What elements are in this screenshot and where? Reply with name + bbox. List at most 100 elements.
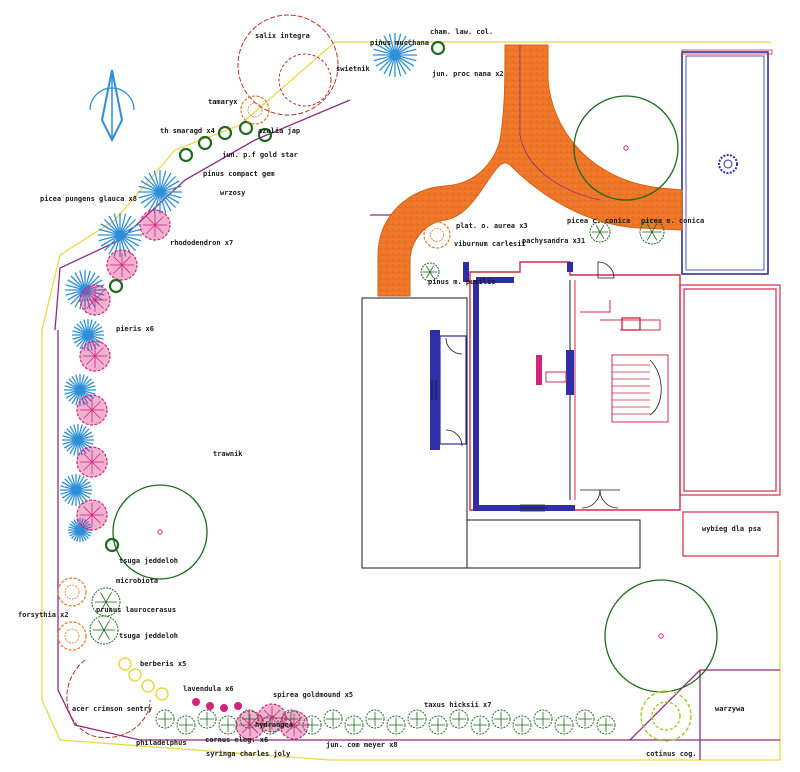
- hedge-shrub-icon: [365, 709, 385, 729]
- label-th-smaragd: th smaragd x4: [160, 127, 215, 135]
- thuja-icon: [104, 537, 120, 553]
- spruce-icon: [138, 170, 182, 214]
- large-trees: [112, 95, 718, 693]
- label-cotinus: cotinus cog.: [646, 750, 697, 758]
- pink-shrub-icon: [76, 446, 108, 478]
- north-arrow-icon: [89, 69, 135, 143]
- label-picea-conica-1: picea c. conica: [567, 217, 631, 225]
- hedge-shrub-icon: [428, 715, 448, 735]
- spruces: [60, 33, 417, 542]
- conifer-icon: [420, 262, 440, 282]
- thuja-icon: [430, 40, 446, 56]
- label-tamaryx: tamaryx: [208, 98, 238, 106]
- label-pachysandra: pachysandra x31: [522, 237, 586, 245]
- label-pinus-compact: pinus compact gem: [203, 170, 275, 178]
- hedge-shrub-icon: [533, 709, 553, 729]
- label-plat-aurea: plat. o. aurea x3: [456, 222, 528, 230]
- label-wybieg: wybieg dla psa: [702, 525, 762, 533]
- hedge-shrub-icon: [239, 709, 259, 729]
- green-shrubs: [104, 40, 446, 712]
- pink-shrub-icon: [79, 284, 111, 316]
- hedge-shrub-icon: [218, 715, 238, 735]
- label-pieris: pieris x6: [116, 325, 154, 333]
- label-acer: acer crimson sentry: [72, 705, 153, 713]
- pink-shrub-icon: [139, 209, 171, 241]
- hedge-row: [155, 709, 616, 735]
- label-salix: salix integra: [255, 32, 310, 40]
- thuja-icon: [238, 120, 254, 136]
- hedge-shrub-icon: [554, 715, 574, 735]
- label-tsuga-2: tsuga jeddeloh: [119, 632, 179, 640]
- well-icon: [718, 154, 738, 174]
- spruce-icon: [64, 374, 96, 406]
- label-cham: cham. law. col.: [430, 28, 494, 36]
- pink-shrub-icon: [79, 340, 111, 372]
- conifer-icon: [639, 219, 665, 245]
- lavendula-icon: [220, 704, 228, 712]
- annex: [679, 284, 781, 557]
- driveway: [681, 49, 773, 275]
- hedge-shrub-icon: [449, 709, 469, 729]
- brick-path: [377, 44, 683, 297]
- label-warzywa: warzywa: [715, 705, 745, 713]
- label-syringa: syringa charles joly: [206, 750, 291, 758]
- hedge-shrub-icon: [575, 709, 595, 729]
- hedge-shrub-icon: [386, 715, 406, 735]
- label-picea-pungens: picea pungens glauca x8: [40, 195, 137, 203]
- pink-shrubs: [76, 209, 309, 740]
- label-hydrangea: hydrangea: [255, 721, 293, 729]
- label-pinus-mugo: pinus mucchana: [370, 39, 430, 47]
- label-trawnik: trawnik: [213, 450, 243, 458]
- hedge-shrub-icon: [176, 715, 196, 735]
- label-philadelphus: philadelphus: [136, 739, 187, 747]
- hedge-shrub-icon: [407, 709, 427, 729]
- pink-shrub-icon: [235, 710, 265, 740]
- label-forsythia: forsythia x2: [18, 611, 69, 619]
- label-wrzosy: wrzosy: [220, 189, 246, 197]
- thuja-icon: [178, 147, 194, 163]
- hedge-shrub-icon: [596, 715, 616, 735]
- label-cornus: cornus eleg. x6: [205, 736, 269, 744]
- label-picea-conica-2: picea e. conica: [641, 217, 705, 225]
- shrub-icon: [240, 95, 270, 125]
- label-pinus-pumilio: pinus m. pumilio: [428, 278, 496, 286]
- house: [430, 261, 681, 512]
- thuja-icon: [197, 135, 213, 151]
- label-prunus: prunus laurocerasus: [96, 606, 177, 614]
- conifer-icon: [589, 221, 611, 243]
- hedge-shrub-icon: [512, 715, 532, 735]
- label-berberis: berberis x5: [140, 660, 187, 668]
- cotinus-shrub: [640, 690, 692, 742]
- plot-boundary: [41, 41, 781, 761]
- salix-tree: [237, 14, 339, 116]
- label-viburnum: viburnum carlesii: [454, 240, 526, 248]
- hedge-shrub-icon: [302, 715, 322, 735]
- shrub-icon: [57, 621, 87, 651]
- pink-shrub-icon: [76, 394, 108, 426]
- thuja-icon: [257, 127, 273, 143]
- berberis-icon: [118, 657, 132, 671]
- pink-shrub-icon: [279, 710, 309, 740]
- shrub-icon: [57, 577, 87, 607]
- hedge-shrub-icon: [155, 709, 175, 729]
- label-spirea: spirea goldmound x5: [273, 691, 354, 699]
- label-swietnik: swietnik: [336, 65, 370, 73]
- lavendula-icon: [192, 698, 200, 706]
- hedge-shrub-icon: [470, 715, 490, 735]
- spruce-icon: [60, 474, 92, 506]
- pink-shrub-icon: [76, 499, 108, 531]
- hedge-shrub-icon: [260, 715, 280, 735]
- label-jun-gold: jun. p.f gold star: [222, 151, 298, 159]
- spruce-icon: [98, 213, 142, 257]
- hedge-shrub-icon: [344, 715, 364, 735]
- berberis-icon: [128, 668, 142, 682]
- pink-shrub-icon: [106, 249, 138, 281]
- label-jun-proc: jun. proc nana x2: [432, 70, 504, 78]
- lavendula-icon: [206, 702, 214, 710]
- hedge-shrub-icon: [491, 709, 511, 729]
- label-jun-meyer: jun. com meyer x8: [326, 741, 398, 749]
- thuja-icon: [217, 125, 233, 141]
- label-lavendula: lavendula x6: [183, 685, 234, 693]
- thuja-icon: [108, 278, 124, 294]
